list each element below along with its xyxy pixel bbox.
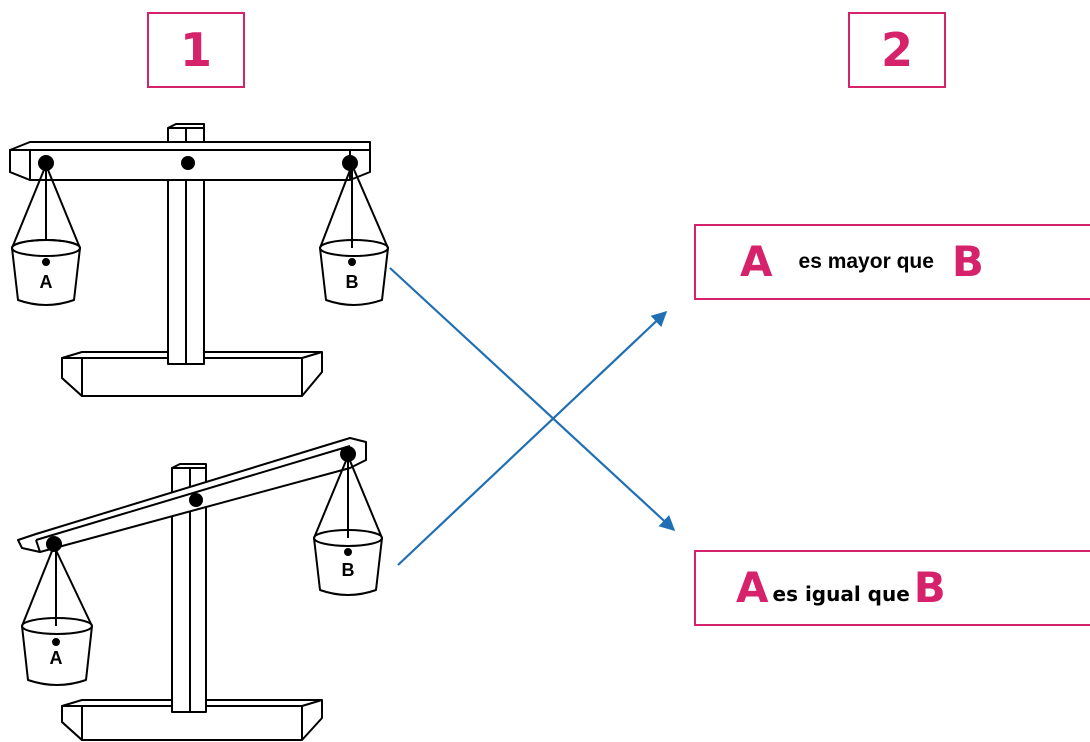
pan-right-level-label: B [346, 272, 359, 292]
arrow-level-to-equal [389, 267, 676, 532]
pan-left-tilted-label: A [50, 648, 63, 668]
column-1-header: 1 [147, 12, 245, 88]
option-equal-a: A [736, 563, 769, 612]
balance-tilted [17, 437, 383, 741]
pan-right-level [319, 164, 389, 306]
pan-left-tilted [21, 545, 93, 686]
option-greater-text: es mayor que [798, 250, 934, 273]
pan-right-tilted [313, 455, 383, 596]
option-greater[interactable]: A es mayor que B [694, 224, 1090, 300]
arrow-tilted-to-greater [397, 310, 668, 566]
balance-level [9, 123, 389, 397]
option-equal[interactable]: A es igual que B [694, 550, 1090, 626]
column-1-number: 1 [179, 23, 212, 77]
column-2-header: 2 [848, 12, 946, 88]
column-2-number: 2 [880, 23, 913, 77]
pan-right-tilted-label: B [342, 560, 355, 580]
pan-left-level-label: A [40, 272, 53, 292]
pan-left-level [11, 164, 81, 306]
option-equal-b: B [913, 563, 946, 612]
option-greater-b: B [951, 237, 984, 286]
option-greater-a: A [740, 237, 773, 286]
option-equal-text: es igual que [772, 582, 910, 606]
